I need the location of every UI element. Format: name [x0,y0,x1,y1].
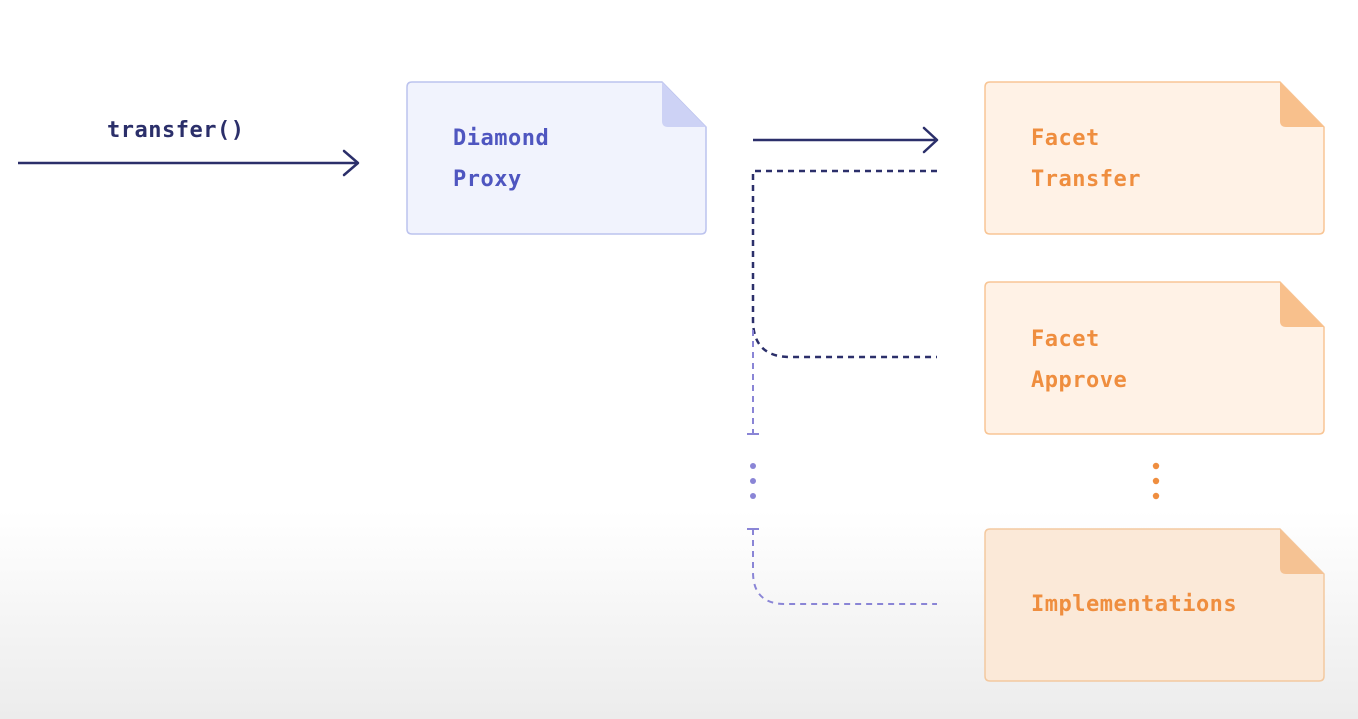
delegate-arrow [753,126,939,154]
proxy-title-line1: Diamond [453,126,550,151]
connector-ellipsis [750,463,756,499]
proxy-title-line2: Proxy [453,167,522,192]
implementations-label: Implementations [1031,592,1238,617]
facet-approve-line2: Approve [1031,368,1128,393]
document-icon [984,81,1325,235]
facet-approve-line1: Facet [1031,327,1100,352]
facet-ellipsis [1152,462,1160,500]
incoming-call-arrow [18,149,360,177]
dashed-connector-approve [751,169,937,359]
document-icon [984,281,1325,435]
diamond-proxy-box: Diamond Proxy [406,81,708,235]
facet-transfer-line2: Transfer [1031,167,1141,192]
document-icon [406,81,707,235]
call-label: transfer() [107,118,245,143]
facet-transfer-line1: Facet [1031,126,1100,151]
document-icon [984,528,1325,682]
facet-transfer-box: Facet Transfer [984,81,1326,235]
facet-approve-box: Facet Approve [984,281,1326,435]
implementations-box: Implementations [984,528,1326,682]
dashed-connector-implementations [752,529,937,605]
